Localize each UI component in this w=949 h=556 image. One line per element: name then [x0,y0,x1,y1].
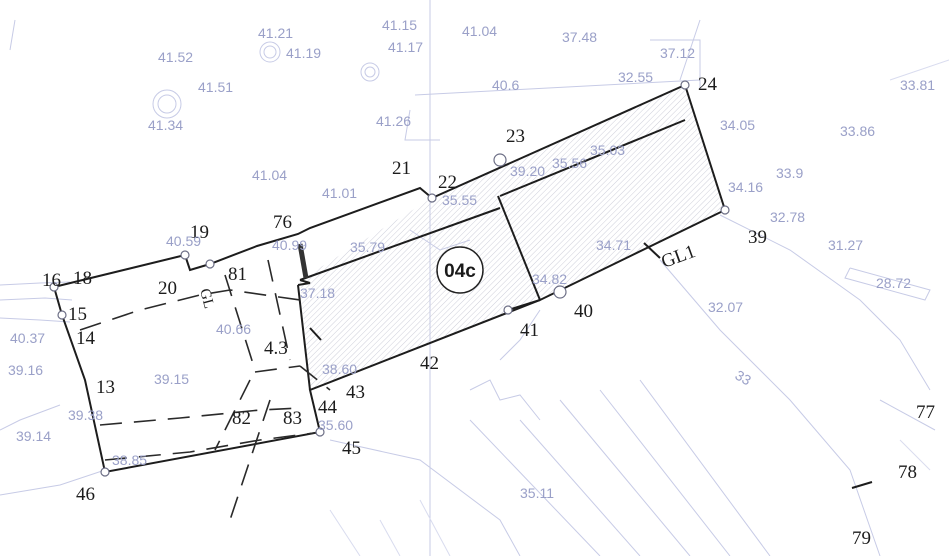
point-14-label: 14 [76,328,96,349]
elevation-label: 33.9 [776,165,803,181]
parcel-hatch-fill [300,85,725,390]
point-39-label: 39 [748,227,767,248]
point-16-label: 16 [42,270,61,291]
line-labels: GL1 GL 4.3 [196,241,698,359]
elevation-label: 38.85 [112,452,147,468]
zone-badge: 04c [436,246,484,294]
elevation-label: 38.60 [322,361,357,377]
point-77-label: 77 [916,402,935,423]
point-43-label: 43 [346,382,365,403]
elevation-label: 39.14 [16,428,51,444]
elevation-label: 34.71 [596,237,631,253]
elevation-label: 41.19 [286,45,321,61]
point-22-label: 22 [438,172,457,193]
elevation-label: 37.18 [300,285,335,301]
elevation-label: 41.04 [462,23,497,39]
elevation-label: 35.60 [318,417,353,433]
point-45-label: 45 [342,438,361,459]
dimension-4-3-label: 4.3 [264,338,288,359]
elevation-label: 35.79 [350,239,385,255]
elevation-label: 41.34 [148,117,183,133]
point-79-label: 79 [852,528,871,549]
elevation-label: 41.52 [158,49,193,65]
elevation-label: 35.55 [442,192,477,208]
gl1-label: GL1 [659,241,699,273]
point-76-label: 76 [273,212,292,233]
point-78-label: 78 [898,462,917,483]
elevation-label: 39.20 [510,163,545,179]
point-81-label: 81 [228,264,247,285]
point-23-label: 23 [506,126,525,147]
elevation-label: 35.11 [520,485,554,501]
elevation-label: 40.59 [166,233,201,249]
point-83-label: 83 [283,408,302,429]
elevation-label: 31.27 [828,237,863,253]
elevation-label: 41.51 [198,79,233,95]
elevation-label: 39.15 [154,371,189,387]
elevation-label: 33.81 [900,77,935,93]
point-42-label: 42 [420,353,439,374]
point-40-label: 40 [574,301,593,322]
point-44-label: 44 [318,397,338,418]
building-dashed-outline [79,259,331,521]
point-18-label: 18 [73,268,92,289]
elevation-label: 32.55 [618,69,653,85]
elevation-label: 32.78 [770,209,805,225]
elevation-label: 40.99 [272,237,307,253]
elevation-label: 40.37 [10,330,45,346]
point-21-label: 21 [392,158,411,179]
elevation-label: 41.01 [322,185,357,201]
point-20-label: 20 [158,278,177,299]
elevation-label: 32.07 [708,299,743,315]
zone-label: 04c [444,261,476,282]
gl-label: GL [196,287,217,310]
elevation-label: 35.56 [552,155,587,171]
elevation-label: 28.72 [876,275,911,291]
elevation-label: 41.15 [382,17,417,33]
elevation-label: 41.04 [252,167,287,183]
elevation-label: 37.12 [660,45,695,61]
survey-point-markers [49,80,730,477]
point-46-label: 46 [76,484,95,505]
elevation-label: 40.6 [492,77,519,93]
point-13-label: 13 [96,377,115,398]
boundary-point-labels: 16 18 15 14 13 46 19 20 81 76 21 22 23 2… [42,74,935,549]
elevation-label: 33.86 [840,123,875,139]
point-41-label: 41 [520,320,539,341]
elevation-labels: 41.21 41.19 41.15 41.17 41.04 37.48 41.5… [8,17,935,501]
elevation-label: 41.26 [376,113,411,129]
elevation-label: 35.03 [590,142,625,158]
elevation-label: 40.66 [216,321,251,337]
elevation-label: 41.17 [388,39,423,55]
elevation-label: 39.16 [8,362,43,378]
elevation-label: 34.82 [532,271,567,287]
point-24-label: 24 [698,74,718,95]
elevation-label: 33 [733,367,755,389]
elevation-label: 34.05 [720,117,755,133]
point-15-label: 15 [68,304,87,325]
elevation-label: 41.21 [258,25,293,41]
elevation-label: 34.16 [728,179,763,195]
point-19-label: 19 [190,222,209,243]
point-82-label: 82 [232,408,251,429]
elevation-label: 39.38 [68,407,103,423]
elevation-label: 37.48 [562,29,597,45]
